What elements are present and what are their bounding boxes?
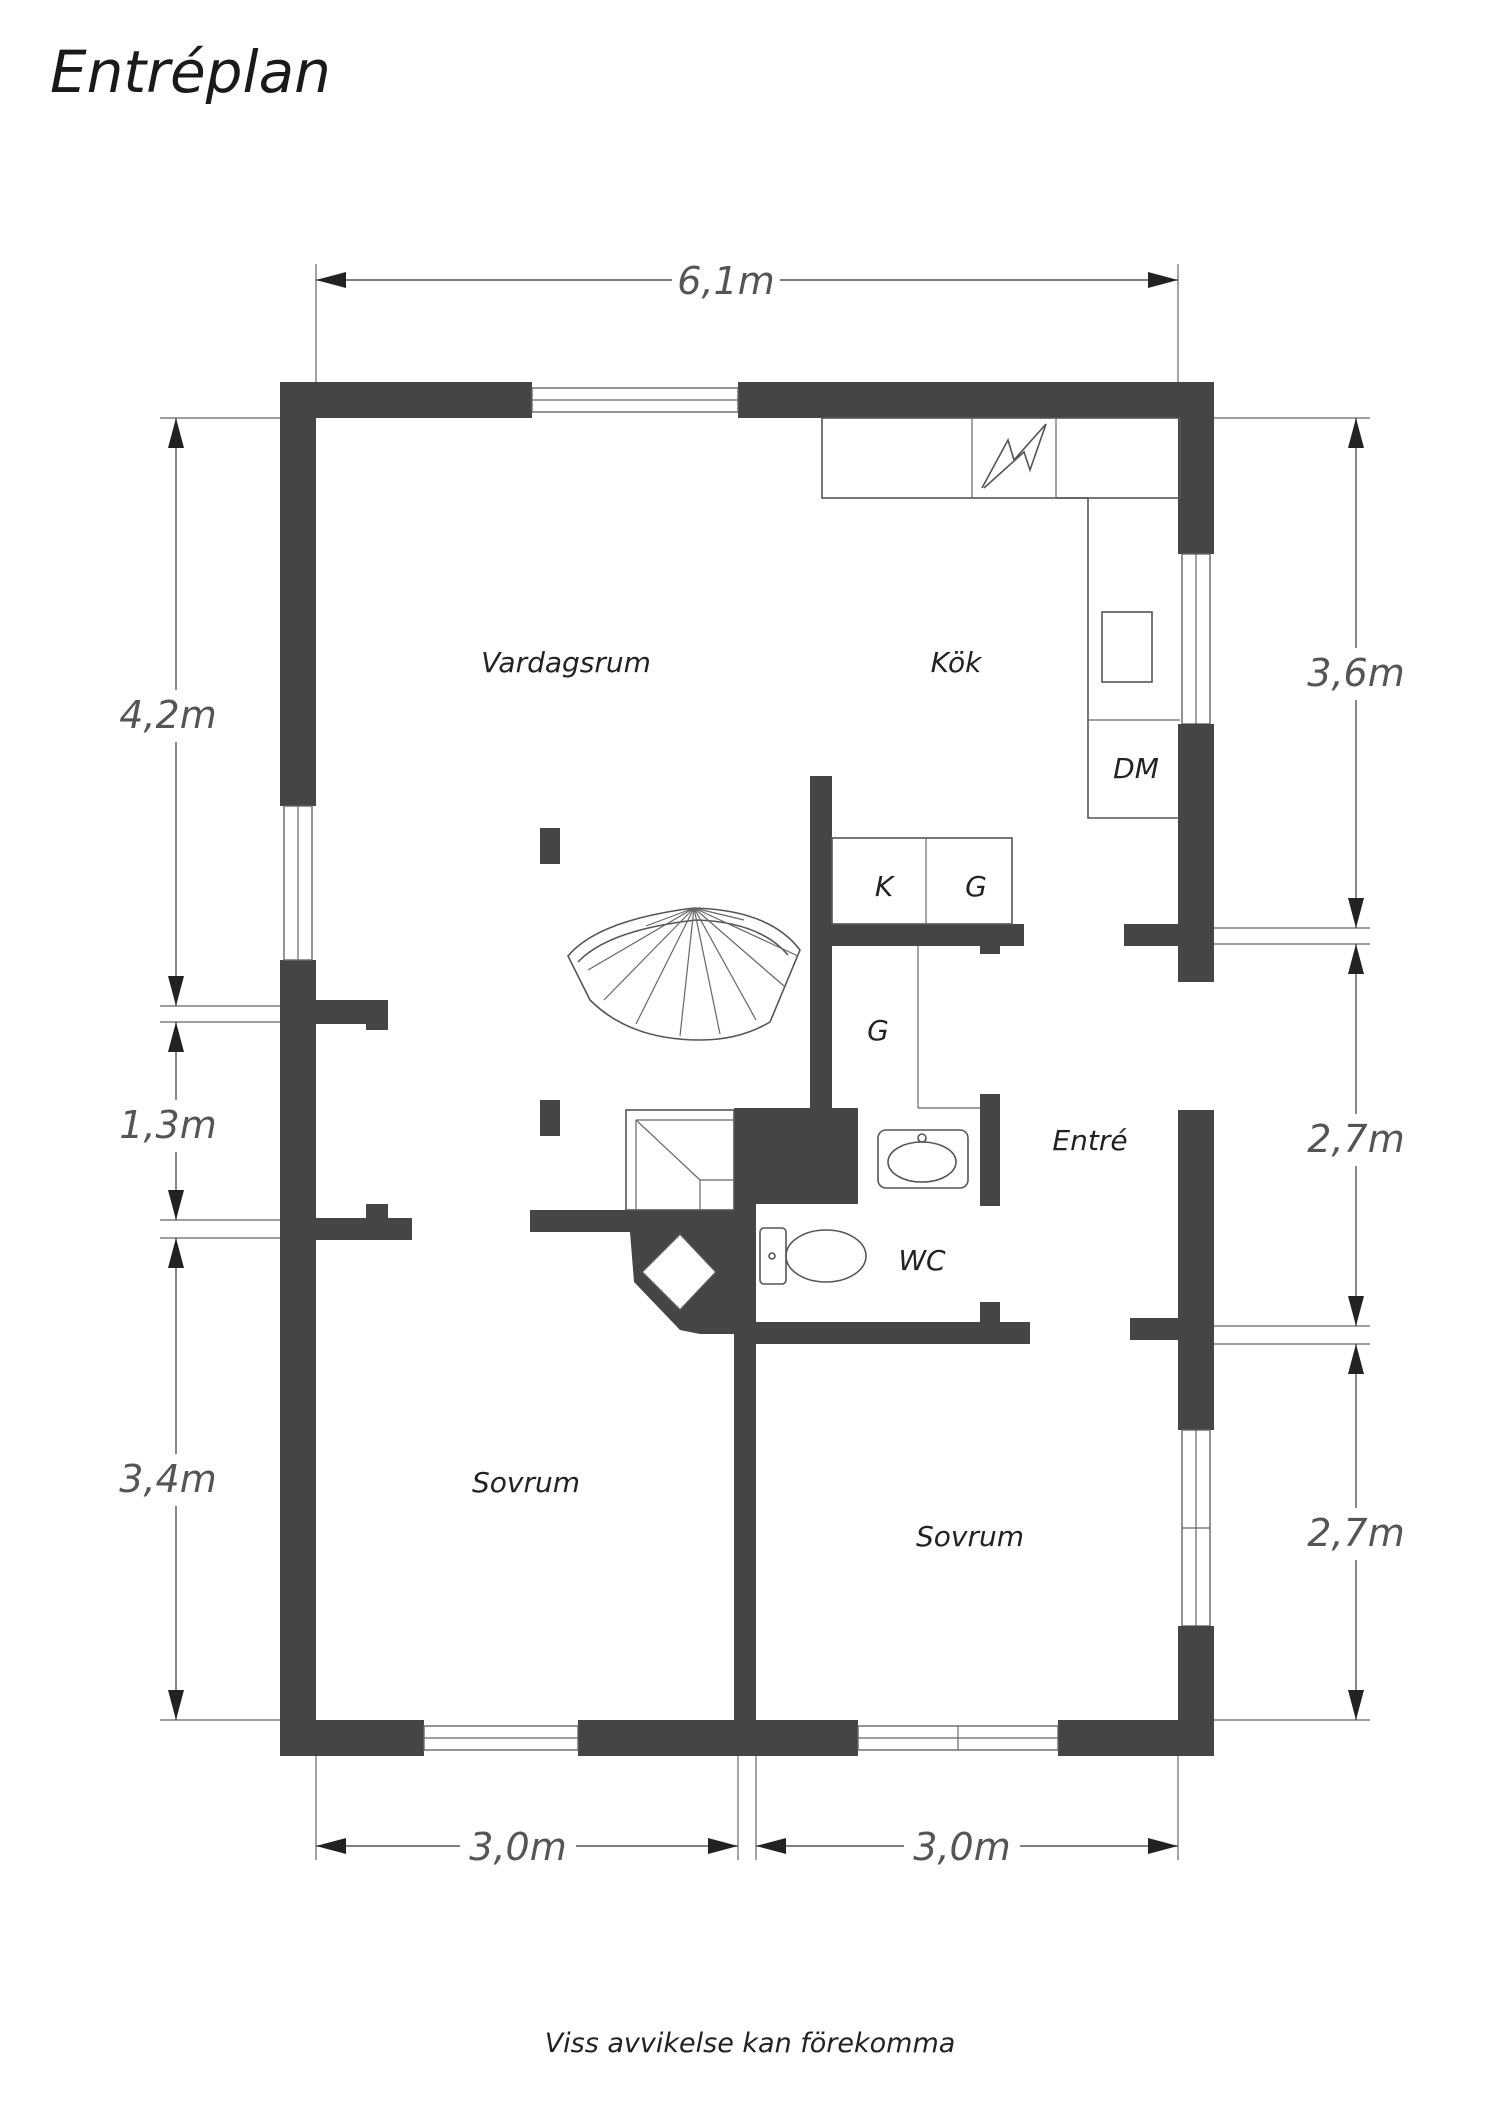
toilet-icon xyxy=(759,1227,787,1285)
dim-bottom-right: 3,0m xyxy=(913,1825,1010,1869)
sink-icon xyxy=(877,1129,969,1189)
room-label-dm: DM xyxy=(1113,752,1159,785)
kitchen-fixtures xyxy=(821,417,1181,1109)
staircase xyxy=(567,907,801,1041)
dim-right-lower: 2,7m xyxy=(1307,1511,1404,1555)
interior-walls xyxy=(316,776,1178,1720)
dim-left-upper: 4,2m xyxy=(119,693,216,737)
dim-bottom-left: 3,0m xyxy=(469,1825,566,1869)
dim-left-lower: 3,4m xyxy=(119,1457,216,1501)
room-label-g-upper: G xyxy=(965,870,987,903)
room-label-vardagsrum: Vardagsrum xyxy=(481,646,651,679)
room-label-k: K xyxy=(875,870,896,903)
disclaimer-footer: Viss avvikelse kan förekomma xyxy=(544,2028,956,2059)
dim-top-width: 6,1m xyxy=(677,259,774,303)
outer-walls xyxy=(280,382,1214,1756)
wc-fixtures xyxy=(759,1129,969,1285)
stair-landing xyxy=(625,1109,735,1211)
dim-right-middle: 2,7m xyxy=(1307,1117,1404,1161)
room-label-kok: Kök xyxy=(931,646,983,679)
room-label-g-lower: G xyxy=(867,1014,889,1047)
room-label-entre: Entré xyxy=(1052,1124,1127,1157)
chimney xyxy=(640,1232,718,1312)
room-label-wc: WC xyxy=(898,1244,946,1277)
page-title: Entréplan xyxy=(50,38,331,106)
room-label-sovrum-right: Sovrum xyxy=(916,1520,1024,1553)
dimensions xyxy=(108,258,1416,1870)
dim-left-middle: 1,3m xyxy=(119,1103,216,1147)
dim-right-upper: 3,6m xyxy=(1307,651,1404,695)
room-label-sovrum-left: Sovrum xyxy=(472,1466,580,1499)
